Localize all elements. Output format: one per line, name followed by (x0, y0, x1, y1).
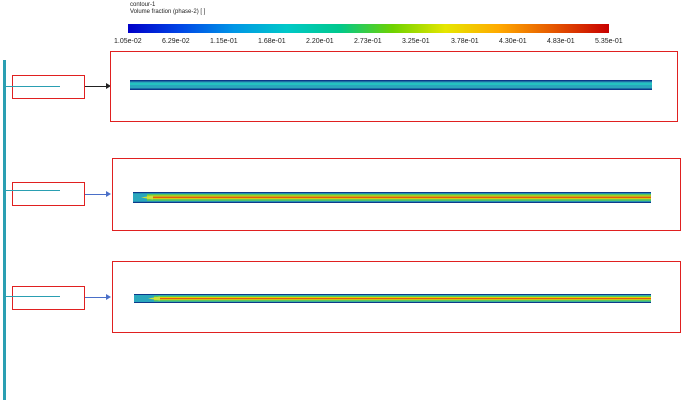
pipe-contour-1 (130, 80, 652, 90)
pipe-segment-thumbnail-3 (6, 296, 60, 297)
full-domain-pipe (3, 60, 6, 400)
tick-label: 4.30e-01 (499, 38, 527, 45)
tick-label: 5.35e-01 (595, 38, 623, 45)
arrowhead-3 (106, 294, 111, 300)
tick-label: 2.20e-01 (306, 38, 334, 45)
tick-label: 4.83e-01 (547, 38, 575, 45)
pipe-contour-2 (133, 192, 651, 203)
zoom-region-box-1 (12, 75, 85, 99)
connector-arrow-3 (85, 297, 107, 298)
pipe-segment-thumbnail-2 (6, 190, 60, 191)
connector-arrow-2 (85, 194, 107, 195)
contour-name: contour-1 (130, 2, 156, 8)
zoom-region-box-3 (12, 286, 85, 310)
tick-label: 3.78e-01 (451, 38, 479, 45)
zoom-region-box-2 (12, 182, 85, 206)
pipe-contour-3 (134, 294, 651, 303)
arrowhead-1 (106, 83, 111, 89)
tick-label: 6.29e-02 (162, 38, 190, 45)
tick-label: 2.73e-01 (354, 38, 382, 45)
connector-arrow-1 (85, 86, 107, 87)
arrowhead-2 (106, 191, 111, 197)
contour-variable-label: Volume fraction (phase-2) [ ] (130, 9, 206, 15)
tick-label: 3.25e-01 (402, 38, 430, 45)
pipe-segment-thumbnail-1 (6, 86, 60, 87)
color-scale-bar (128, 24, 609, 33)
tick-label: 1.15e-01 (210, 38, 238, 45)
tick-label: 1.05e-02 (114, 38, 142, 45)
tick-label: 1.68e-01 (258, 38, 286, 45)
